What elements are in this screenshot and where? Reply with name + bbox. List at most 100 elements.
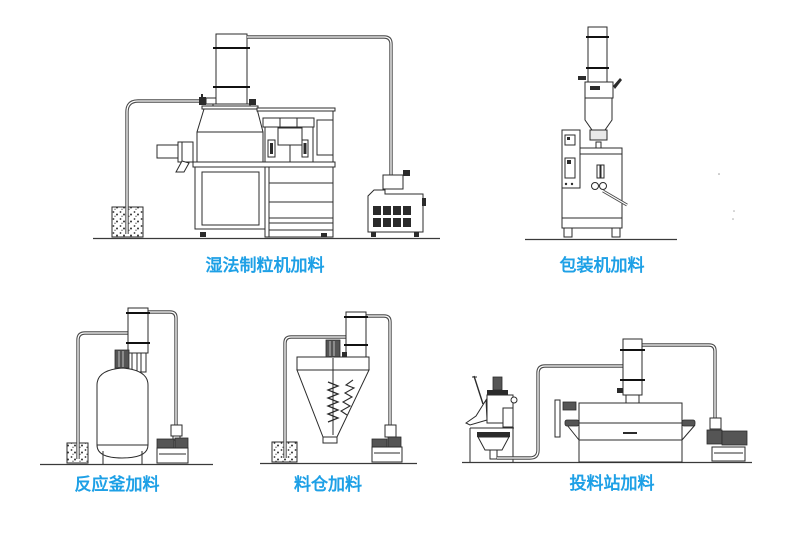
scan-speck [732,218,734,220]
inlet-valve [199,94,217,105]
filter-housing [170,424,183,437]
silo-outlet [322,436,338,444]
panel-label: 料仓加料 [294,474,362,495]
suction-pipe-inner [497,365,623,459]
discharge-cylinder [156,144,179,159]
knob-strip-detail [303,143,307,154]
valve-body [199,97,206,105]
vacuum-hopper [212,33,256,110]
discharge-cone [477,436,510,451]
wet-granulator [156,105,336,238]
mixer-tank [554,399,696,463]
vacuum-hopper [126,307,150,373]
panel-label: 包装机加料 [560,255,645,276]
panel-label: 湿法制粒机加料 [206,255,325,276]
vacuum-line-outer [148,310,178,425]
head-inlet [613,78,622,89]
valve-handle [201,94,203,97]
vacuum-pump-unit [371,424,403,463]
frame-top-rail [256,107,336,112]
pump-base [711,446,746,462]
neck-support [595,141,602,149]
machine-body [561,153,623,229]
panel-packaging-machine-feeding: 包装机加料 [525,26,677,276]
valve-fitting [205,97,217,105]
vacuum-pump-unit [156,424,189,464]
suction-pipe-inner [77,332,128,459]
grille-block [403,206,411,215]
hopper-column [127,307,149,354]
control-box [502,407,514,428]
filter-housing [709,417,722,430]
hopper-support [131,352,147,373]
pump-head [174,437,189,449]
hopper-valve [342,352,347,357]
vacuum-hopper [342,311,368,359]
display-detail [567,160,571,164]
vacuum-line [366,314,392,425]
conical-silo [296,339,370,444]
grille-block [383,218,391,227]
packaging-machine [561,129,628,238]
vacuum-hopper [617,338,645,404]
frame-box [262,117,281,128]
machine-foot [200,232,206,237]
side-box [316,119,334,156]
frame-box [296,117,315,128]
grille-block [383,206,391,215]
hood-band [487,390,508,395]
head-detail [590,86,600,90]
discharge-flange [177,141,194,163]
screw-flight [339,379,356,416]
discharge-chute [175,160,190,173]
pump-motor [721,430,748,446]
scan-speck [733,210,735,212]
roller [591,182,599,190]
mixing-bowl [196,108,264,163]
panel-label: 投料站加料 [570,473,655,494]
hopper-column [622,338,643,396]
grille-block [403,218,411,227]
display [564,157,576,179]
display-detail [567,137,570,140]
grille-block [373,206,381,215]
scan-speck [718,173,720,175]
hopper-column [345,311,367,359]
knob-strip-detail [270,143,273,154]
grille-block [393,206,401,215]
vacuum-line [148,310,178,425]
hood-port [510,396,518,404]
machine-foot [321,233,327,237]
hopper-valve [578,76,586,80]
hopper-valve [617,388,623,393]
control-monitor [277,127,303,146]
pump-head [387,436,402,448]
panel-label: 反应釜加料 [75,474,160,495]
vacuum-line-inner [247,36,392,176]
vacuum-line-inner [642,344,716,418]
panel-reactor-feeding: 反应釜加料 [40,307,213,495]
table-top [192,161,336,168]
vacuum-pump-unit [706,417,748,462]
caster-wheel [611,227,621,238]
caster-wheel [563,227,573,238]
suction-pipe [125,99,200,234]
dump-station [465,375,518,462]
top-ledge [579,147,623,155]
trough-edge [681,424,696,441]
panel-wet-granulator-feeding: 湿法制粒机加料 [93,33,440,276]
roller [599,182,607,190]
screw-flight [326,381,340,423]
filter-housing [382,174,404,190]
drive-gearbox [562,401,577,411]
pump-base [371,446,403,463]
flange-left [564,419,580,427]
vacuum-hopper [578,26,622,141]
grille-block [373,218,381,227]
pump-wheel [371,232,376,237]
grille-block [393,218,401,227]
frame-box [279,117,298,128]
pump-handle [422,198,426,206]
agitator-motor [114,349,130,369]
